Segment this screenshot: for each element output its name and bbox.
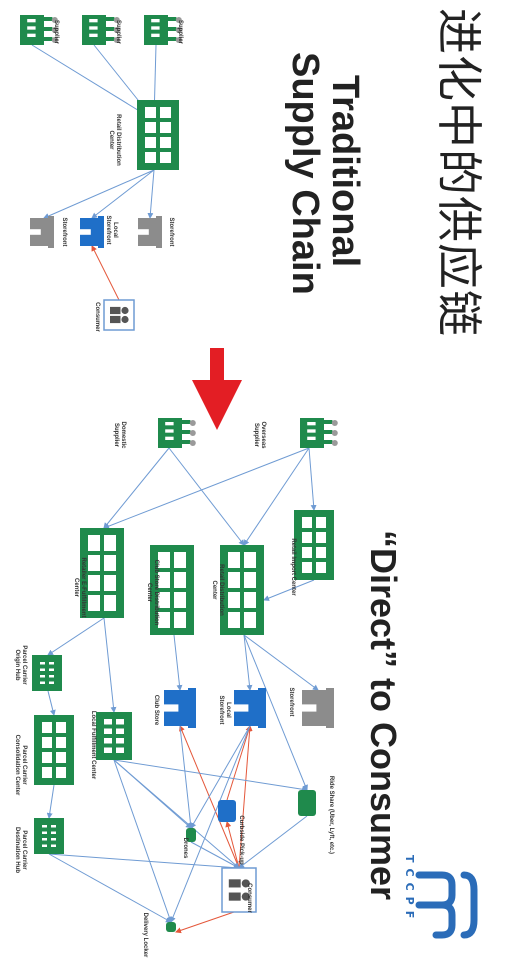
link-destination-consumer [48,853,240,871]
link-curbside-local-storefront [226,725,252,801]
delivery-locker-icon [166,922,176,932]
link-local-storefront-locker [170,725,251,923]
link-origin-consolidation [47,690,56,716]
label-retailer-efulfillment-center: Retailer E-Fulfillment Center [73,557,86,618]
supplier-3-icon [144,15,182,45]
link-drones-consumer [190,841,240,869]
label-local-fulfillment-center: Local Fulfillment Center [90,710,96,780]
link-csdc-club-store [173,634,183,691]
label-overseas-supplier: Overseas Supplier [253,421,266,449]
retail-distribution-center-icon [137,100,179,170]
label-local-storefront-direct: Local Storefront [218,695,231,725]
local-storefront-icon [79,216,104,248]
label-parcel-origin-hub: Parcel Carrier Origin Hub [14,645,27,685]
label-parcel-destination-hub: Parcel Carrier Destination Hub [14,827,27,873]
link-lfc-rideshare [113,759,308,793]
link-rdc-storefront [243,634,319,691]
overseas-supplier-icon [300,418,338,448]
transition-arrow-icon [192,380,242,430]
link-consumer-storefront [91,245,120,301]
link-domestic-efc [103,447,170,529]
parcel-destination-hub-icon [34,818,64,854]
transition-arrow-shaft [210,348,224,380]
label-direct-consumer: Consumer [246,883,252,913]
domestic-supplier-icon [158,418,196,448]
label-retail-distribution-center-direct: Retail Distribution Center [211,564,224,616]
ride-share-icon [298,790,316,816]
label-curbside-pickup: Curbside Pick-up [238,815,244,865]
link-destination-locker [48,853,172,923]
link-efc-origin-hub [47,617,105,656]
direct-consumer-icon [221,867,257,913]
label-ride-share: Ride Share (Uber, Lyft, etc.) [328,775,334,855]
drones-icon [186,828,196,842]
local-fulfillment-center-icon [96,712,132,760]
label-supplier-3: Supplier [177,19,183,44]
retail-distribution-center-direct-icon [220,545,264,635]
link-consolidation-destination [46,784,55,819]
storefront-left-icon [29,216,54,248]
link-overseas-import [308,447,317,511]
link-import-rdc [263,579,315,601]
link-efc-lfc [103,617,117,713]
link-consumer-curbside [225,821,240,869]
retailer-efulfillment-center-icon [80,528,124,618]
label-storefront-right: Storefront [168,217,174,247]
link-domestic-rdc [168,447,245,546]
link-supplier1-dc [31,44,155,121]
label-storefront-left: Storefront [61,217,67,247]
label-club-store-distribution-center: Club Store Distribution Center [146,559,159,626]
label-traditional-consumer: Consumer [94,302,100,332]
label-storefront-direct: Storefront [288,687,294,717]
club-store-icon [163,688,196,728]
label-supplier-2: Supplier [115,19,121,44]
storefront-direct-icon [301,688,334,728]
label-local-storefront: Local Storefront [105,215,118,245]
tccpf-logo: TCCPF [403,855,494,955]
label-parcel-consolidation-center: Parcel Carrier Consolidation Center [14,734,27,796]
label-supplier-1: Supplier [53,19,59,44]
label-retail-import-center: Retail Import Center [290,538,296,596]
parcel-consolidation-center-icon [34,715,74,785]
label-retail-distribution-center: Retail Distribution Center [108,114,121,166]
label-delivery-locker: Delivery Locker [142,912,148,958]
link-dc-storefront-right [147,169,155,219]
link-dc-storefront-left [43,169,155,219]
link-consumer-local-storefront [238,725,253,869]
link-club-store-drones [179,725,194,829]
traditional-consumer-icon [103,299,135,331]
link-dc-local-storefront [91,169,155,219]
link-rdc-local-storefront [243,634,253,691]
curbside-pickup-icon [218,800,236,822]
club-store-distribution-center-icon [150,545,194,635]
link-lfc-drones [113,759,192,829]
label-club-store: Club Store [153,694,159,726]
parcel-origin-hub-icon [32,655,62,691]
label-domestic-supplier: Domestic Supplier [113,421,126,449]
supplier-1-icon [20,15,58,45]
link-rdc-rideshare [243,634,308,791]
supplier-2-icon [82,15,120,45]
storefront-right-icon [137,216,162,248]
retail-import-center-icon [294,510,334,580]
local-storefront-direct-icon [233,688,266,728]
link-overseas-efc [103,447,310,529]
label-drones: Drones [182,837,188,859]
link-lfc-locker [113,759,173,923]
link-overseas-rdc [243,447,310,546]
link-consumer-locker [175,911,235,934]
link-rideshare-consumer [238,815,308,869]
